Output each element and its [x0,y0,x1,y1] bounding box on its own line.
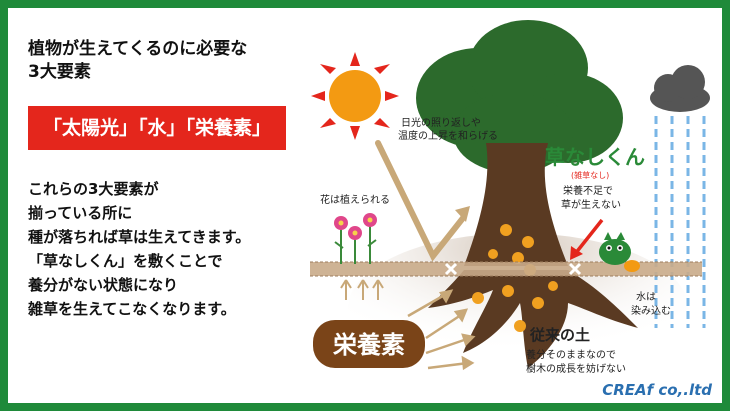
elements-banner: 「太陽光」「水」「栄養素」 [28,106,286,150]
slide-frame: 植物が生えてくるのに必要な 3大要素 「太陽光」「水」「栄養素」 これらの3大要… [8,8,722,403]
rain-cloud-icon [650,65,710,112]
explanation-line-1: これらの3大要素が [28,180,159,198]
slide-title: 植物が生えてくるのに必要な 3大要素 [28,38,247,84]
sun-icon [311,52,399,140]
product-sub: (雑草なし) [571,170,609,180]
company-brand: CREAf co,.ltd [602,381,712,399]
red-pointer-arrow [570,218,604,260]
explanation-line-3: 種が落ちれば草は生えてきます。 [28,228,251,246]
title-line-2: 3大要素 [28,62,91,82]
explanation-line-4: 「草なしくん」を敷くことで [28,252,223,270]
sun-note-line-1: 日光の照り返しや [401,116,481,129]
sun-note-line-2: 温度の上昇を和らげる [398,129,498,142]
nutrient-arrows [407,289,476,371]
nutrient-label-box [313,320,425,368]
title-line-1: 植物が生えてくるのに必要な [28,39,248,59]
tree-trunk [464,143,568,266]
explanation-text: これらの3大要素が 揃っている所に 種が落ちれば草は生えてきます。 「草なしくん… [28,177,250,321]
kusanashi-mascot-icon [599,232,640,272]
product-note-line-2: 草が生えない [561,198,621,211]
nutrient-label: 栄養素 [332,331,405,359]
water-note-line-2: 染み込む [631,304,671,317]
blocked-seed-marks [444,262,582,276]
product-note-line-1: 栄養不足で [563,184,613,197]
flower-roots [340,279,384,300]
growth-diagram: 栄養素 日光の照り返しや 温度の上昇を和らげる 花は植えられる 草なしくん (雑… [310,20,710,383]
soil-note-line-2: 樹木の成長を妨げない [526,362,626,375]
explanation-line-5: 養分がない状態になり [28,276,179,294]
explanation-line-2: 揃っている所に [28,204,133,222]
rain-lines [654,116,706,328]
sunlight-reflection-arrow [375,140,466,262]
ground-mulch-layer [310,262,702,276]
water-note-line-1: 水は [636,291,656,303]
soil-note-line-1: 養分そのままなので [526,348,616,361]
product-name: 草なしくん [545,145,645,169]
reflection-arrowhead [455,206,470,222]
flower-icons [334,213,377,264]
soil-label: 従来の土 [529,326,590,344]
flower-note: 花は植えられる [320,193,390,206]
explanation-line-6: 雑草を生えてこなくなります。 [28,300,236,318]
